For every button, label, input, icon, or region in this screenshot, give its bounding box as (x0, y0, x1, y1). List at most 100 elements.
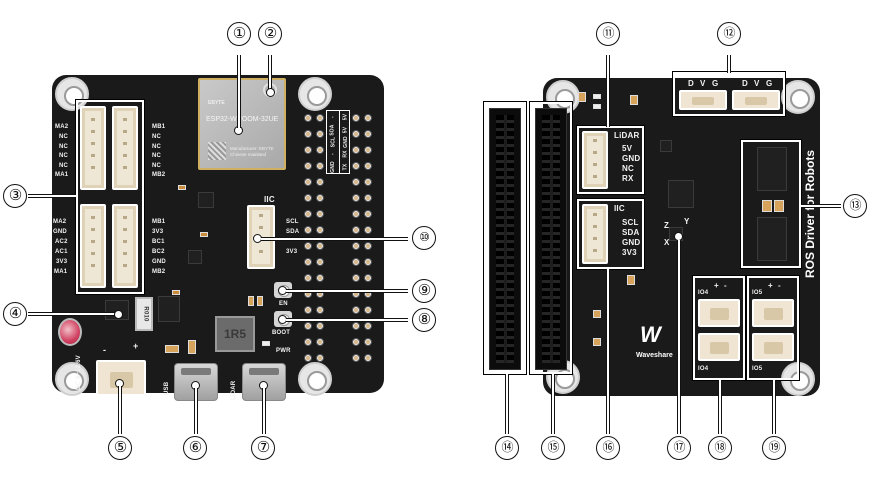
lidar-port-label: LIDAR (231, 380, 237, 400)
lidar-title: LiDAR (614, 131, 640, 140)
chip (198, 192, 214, 208)
smd-component (774, 200, 784, 212)
chip (660, 140, 672, 152)
callout-dot (266, 88, 275, 97)
leader-line (772, 380, 776, 434)
pin-label: BC2 (152, 249, 165, 255)
pin-label: GND (152, 259, 166, 265)
servo-connector-group-outline (672, 71, 786, 117)
callout-18: ⑱ (708, 436, 732, 460)
boot-label: BOOT (272, 330, 291, 336)
callout-17: ⑰ (667, 436, 691, 460)
iic-pin-label: SCL (286, 219, 299, 225)
header-label: GND (329, 160, 336, 173)
motor-driver-outline (740, 139, 802, 269)
leader-line (118, 386, 122, 434)
smd-component (627, 275, 635, 285)
io5-minus: - (778, 281, 781, 290)
motor-connector-a-encoder (80, 106, 106, 190)
smd-component (178, 185, 186, 190)
motor-driver-chip-1 (757, 147, 787, 191)
module-maker-line: Chinese mainland (230, 152, 267, 157)
callout-7: ⑦ (251, 436, 275, 460)
leader-line (237, 100, 241, 128)
iic-pin-label: SDA (622, 228, 640, 237)
header-label: SCL (329, 136, 336, 148)
servo-pin-label: D (742, 79, 748, 88)
pin-label: 3V3 (152, 229, 164, 235)
callout-15: ⑮ (541, 436, 565, 460)
header-label-col: TX RX GND 5V 5V (340, 111, 352, 173)
mount-hole (298, 362, 332, 396)
callout-2: ② (258, 22, 282, 46)
leader-line (505, 374, 509, 434)
leader-line (268, 55, 272, 93)
pin-label: NC (59, 163, 69, 169)
iic-pin-label: 3V3 (286, 249, 298, 255)
iic-pin-label: GND (622, 238, 641, 247)
lidar-pin-label: 5V (622, 144, 633, 153)
mount-hole (55, 362, 89, 396)
lidar-pin-label: RX (622, 174, 634, 183)
servo-pin-label: V (700, 79, 706, 88)
smd-component (630, 95, 638, 105)
shunt-resistor: R010 (135, 297, 153, 331)
waveshare-brand: Waveshare (636, 352, 673, 359)
pin-label: AC1 (55, 249, 68, 255)
pwr-label: PWR (276, 348, 291, 354)
level-shifter-chip (668, 180, 694, 208)
motor-connector-b (112, 204, 138, 288)
pin-label: GND (53, 229, 67, 235)
inductor: 1R5 (215, 316, 255, 352)
leader-line (286, 318, 408, 322)
leader-line (28, 312, 118, 316)
smd-component (172, 290, 180, 295)
io5-connector-1 (752, 299, 794, 327)
pin-label: MA1 (55, 172, 69, 178)
module-maker-line: Manufacturer: EBYTE (230, 146, 274, 151)
board-title: ROS Driver for Robots (803, 149, 817, 278)
io5-label: IO5 (752, 290, 763, 296)
imu-axis-x: X (664, 238, 670, 247)
leader-line (194, 388, 198, 434)
iic-connector-outline (576, 198, 645, 270)
iic-label: IIC (264, 195, 275, 204)
header-label: - (329, 153, 336, 156)
servo-pin-label: D (688, 79, 694, 88)
callout-12: ⑫ (717, 22, 741, 46)
shunt-mark: R010 (142, 306, 149, 322)
callout-10: ⑩ (412, 226, 436, 250)
callout-4: ④ (3, 302, 27, 326)
leader-line (606, 55, 610, 127)
pin-label: NC (59, 134, 69, 140)
header-label: 5V (342, 126, 349, 133)
callout-8: ⑧ (412, 308, 436, 332)
servo-connector-2 (732, 90, 780, 110)
callout-16: ⑯ (596, 436, 620, 460)
pin-label: NC (152, 144, 162, 150)
usb-label: USB (164, 381, 170, 395)
dc-minus-label: - (103, 345, 107, 355)
pin-label: NC (152, 153, 162, 159)
gpio-header-col-4 (364, 114, 372, 370)
electrolytic-capacitor (58, 318, 82, 346)
iic-pin-label: SDA (286, 229, 300, 235)
servo-connector-1 (679, 90, 727, 110)
io4-minus: - (724, 281, 727, 290)
qr-code-icon (208, 142, 226, 160)
header-label: RX (342, 150, 349, 159)
iic-pin-label: 3V3 (622, 248, 637, 257)
dc-voltage-label: DC 9~12.6V (76, 355, 82, 390)
smd-component (593, 338, 601, 346)
callout-3: ③ (3, 184, 27, 208)
header-label-col: GND - SCL SDA - (327, 111, 340, 173)
leader-line (606, 269, 610, 434)
pin-label: MA1 (54, 269, 68, 275)
mosfet-chip (158, 296, 180, 322)
leader-line (237, 55, 241, 103)
iic-title: IIC (614, 204, 625, 213)
motor-connector-a (80, 204, 106, 288)
callout-dot (114, 310, 123, 319)
pin-label: MA2 (53, 219, 67, 225)
callout-5: ⑤ (108, 436, 132, 460)
